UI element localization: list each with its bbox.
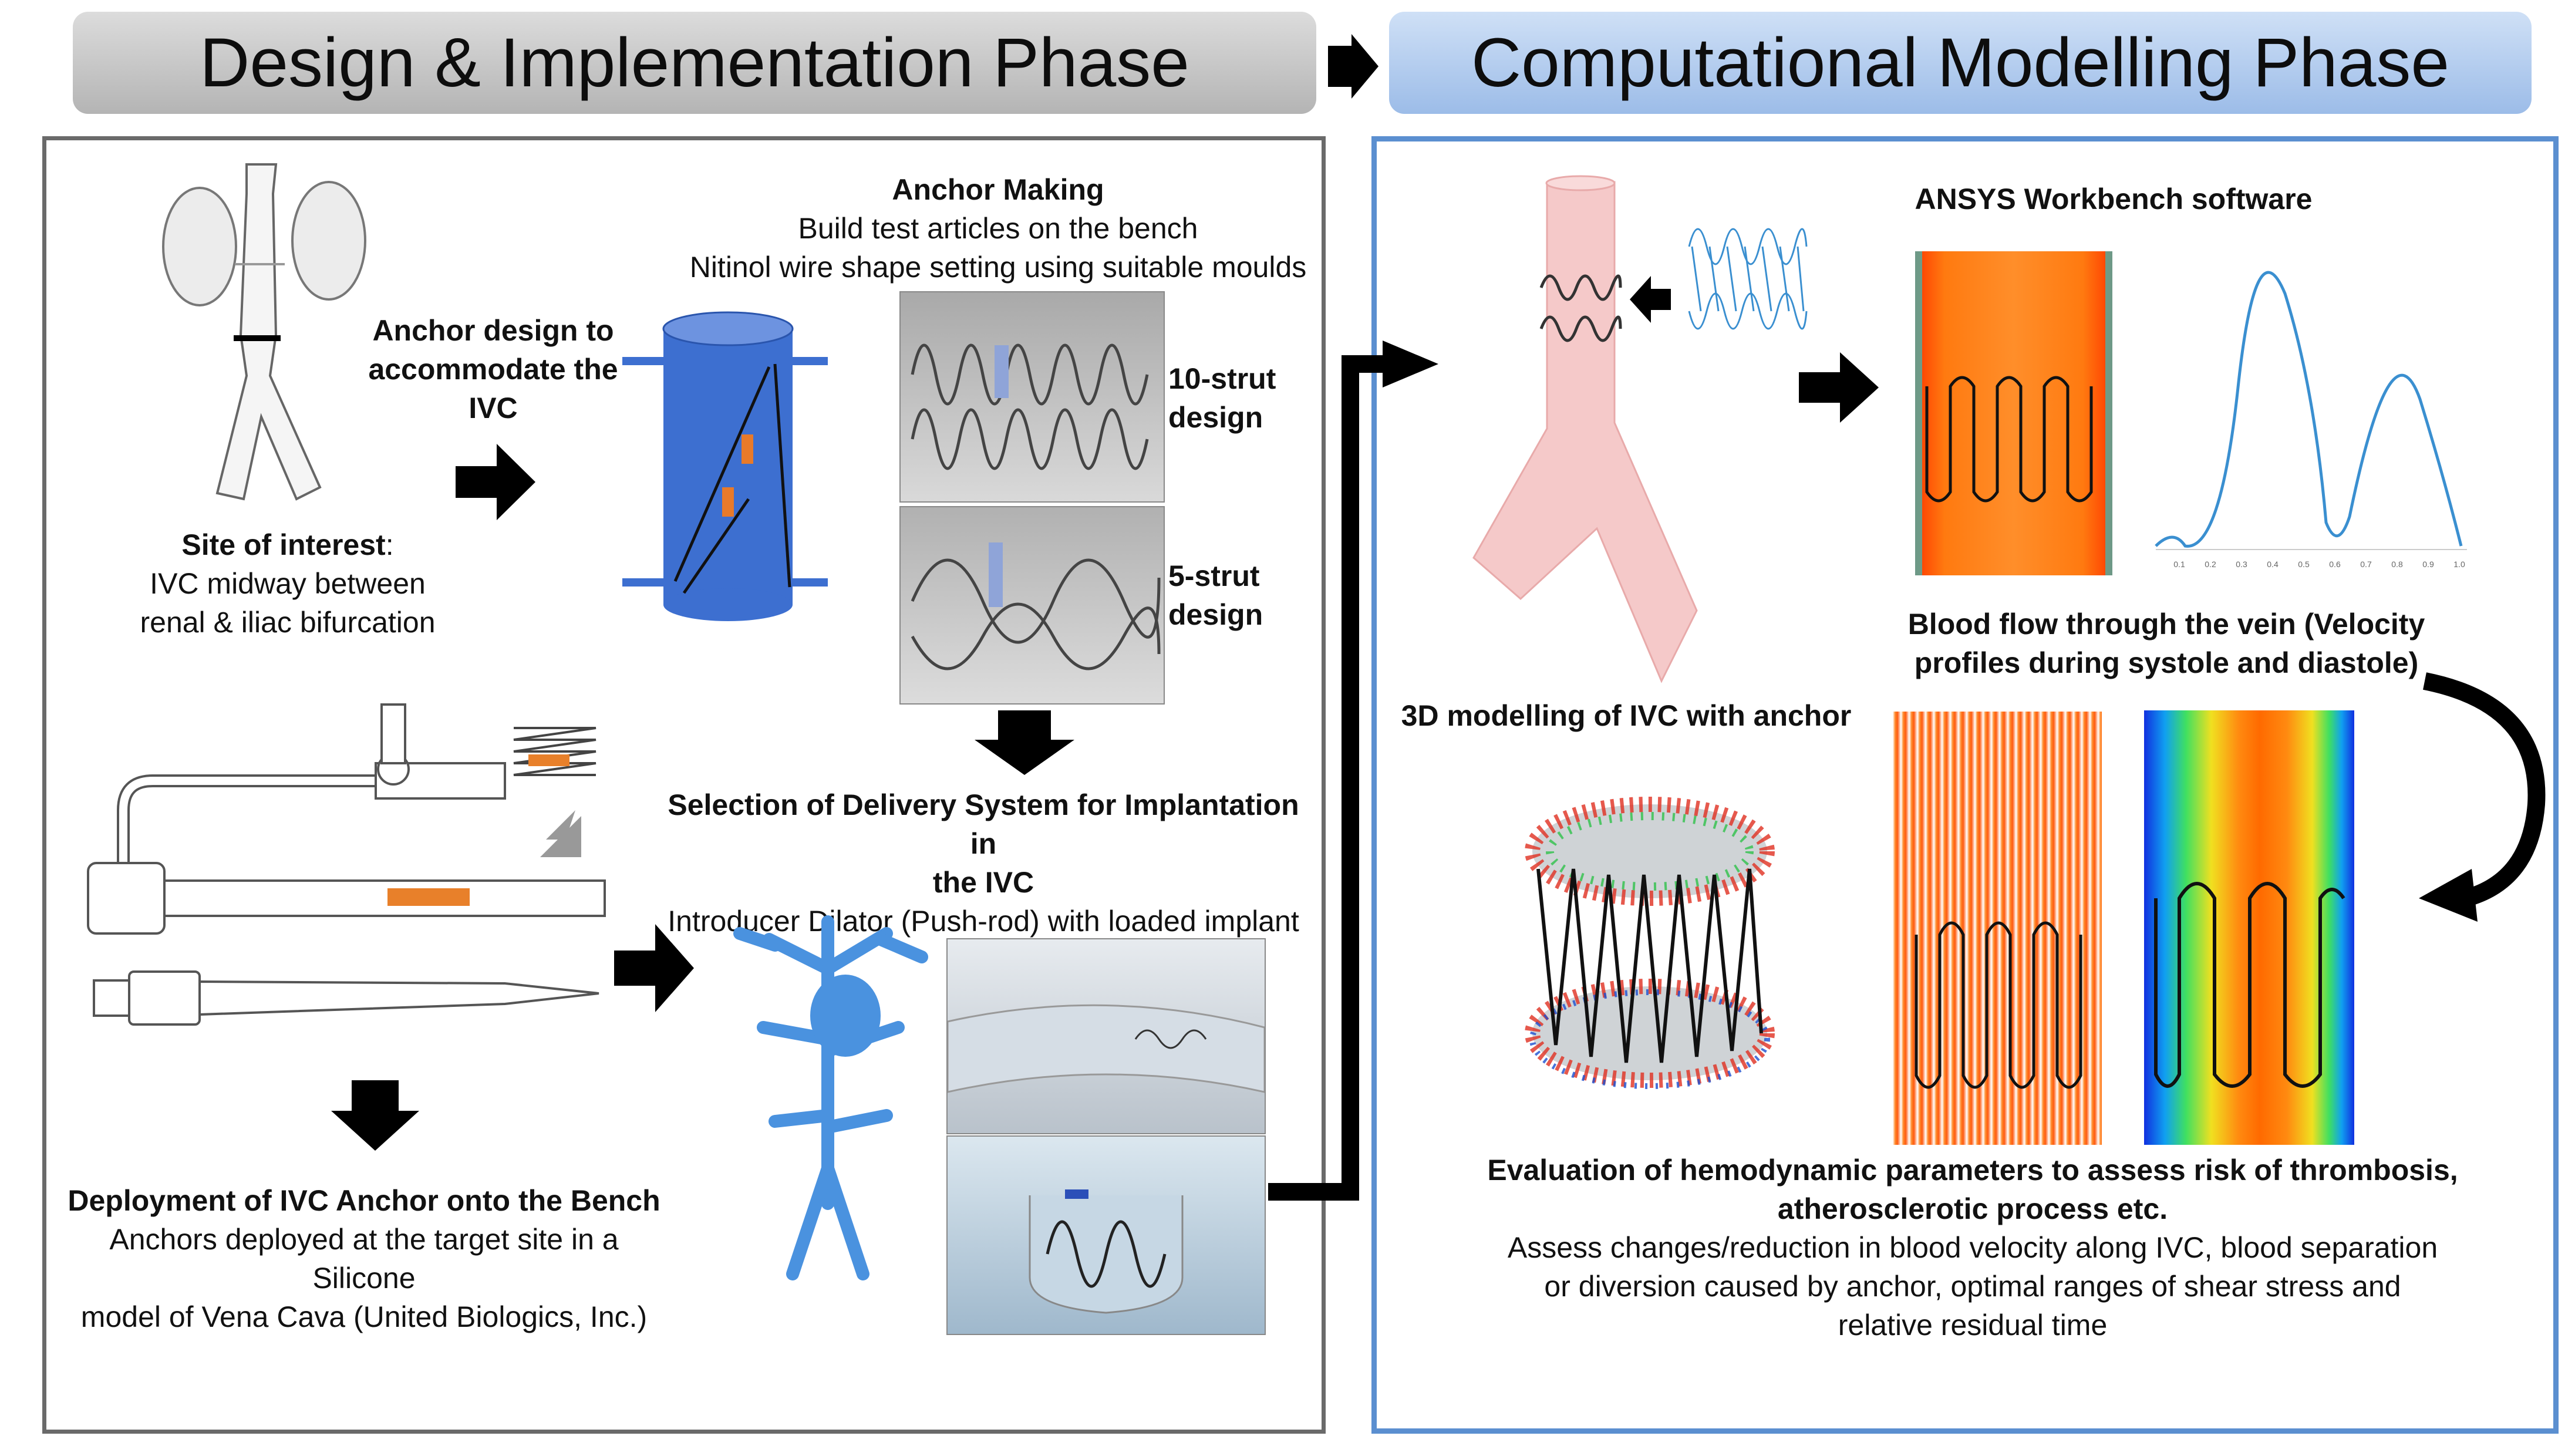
eval-title-line-1: Evaluation of hemodynamic parameters to … (1487, 1154, 2458, 1187)
eval-line-3: relative residual time (1838, 1309, 2108, 1342)
delivery-title-line-1: Selection of Delivery System for Implant… (668, 788, 1299, 860)
strut-5-label: 5-strut design (1168, 557, 1297, 634)
anchor-making-title: Anchor Making (892, 173, 1104, 206)
delivery-system-text: Selection of Delivery System for Implant… (652, 786, 1315, 941)
computational-phase-banner: Computational Modelling Phase (1389, 12, 2532, 114)
delivery-system-sketch (87, 703, 606, 1026)
bloodflow-line-1: Blood flow through the vein (Velocity (1907, 608, 2425, 641)
tick-label: 0.4 (2267, 560, 2279, 569)
velocity-contour-full (2144, 710, 2354, 1145)
ivc-3d-model (1472, 175, 1698, 683)
down-arrow-icon (331, 1080, 419, 1151)
blood-flow-text: Blood flow through the vein (Velocity pr… (1867, 605, 2466, 682)
phase-transition-arrow-icon (1328, 34, 1378, 99)
kidney-ivc-sketch (162, 163, 366, 501)
evaluation-text: Evaluation of hemodynamic parameters to … (1450, 1151, 2495, 1344)
site-title: Site of interest (181, 528, 386, 561)
eval-title-line-2: atherosclerotic process etc. (1777, 1192, 2168, 1225)
site-colon: : (385, 528, 394, 561)
tick-label: 0.7 (2360, 560, 2372, 569)
strut-5-line-1: 5-strut (1168, 560, 1260, 592)
mould-cylinder (622, 311, 828, 621)
anchor-design-line-3: IVC (469, 392, 518, 424)
phase-connector-arrow-icon (1268, 341, 1438, 1201)
anchor-making-line-2: Nitinol wire shape setting using suitabl… (689, 251, 1307, 284)
tick-label: 0.1 (2173, 560, 2185, 569)
delivery-line: Introducer Dilator (Push-rod) with loade… (668, 905, 1299, 938)
tick-label: 0.6 (2329, 560, 2341, 569)
modelling-label: 3D modelling of IVC with anchor (1401, 699, 1852, 732)
velocity-vector-plot (1893, 712, 2102, 1145)
down-arrow-icon (975, 710, 1074, 775)
anchor-design-line-1: Anchor design to (372, 314, 614, 347)
bench-deployment-photo-2 (946, 1135, 1266, 1335)
anchor-design-text: Anchor design to accommodate the IVC (341, 311, 646, 427)
deploy-title: Deployment of IVC Anchor onto the Bench (68, 1184, 660, 1217)
strut-10-label: 10-strut design (1168, 359, 1297, 437)
anchor-making-text: Anchor Making Build test articles on the… (652, 170, 1344, 287)
tick-label: 0.8 (2391, 560, 2403, 569)
design-phase-title: Design & Implementation Phase (200, 24, 1189, 102)
right-arrow-icon (1799, 352, 1879, 423)
strut-5-photo (899, 506, 1165, 705)
left-arrow-icon (1630, 276, 1671, 323)
anchor-making-line-1: Build test articles on the bench (798, 212, 1198, 245)
site-line-1: IVC midway between (150, 567, 426, 600)
eval-line-2: or diversion caused by anchor, optimal r… (1544, 1270, 2401, 1303)
stent-streamline-model (1515, 787, 1785, 1115)
delivery-title-line-2: the IVC (932, 866, 1034, 899)
site-of-interest-text: Site of interest: IVC midway between ren… (88, 525, 487, 642)
right-arrow-icon (614, 924, 694, 1012)
design-phase-banner: Design & Implementation Phase (73, 12, 1316, 114)
velocity-contour-plot (1915, 251, 2112, 575)
deploy-line-1: Anchors deployed at the target site in a… (109, 1223, 619, 1295)
velocity-profile-chart: 0.1 0.2 0.3 0.4 0.5 0.6 0.7 0.8 0.9 1.0 (2155, 271, 2467, 569)
computational-phase-title: Computational Modelling Phase (1471, 24, 2450, 102)
right-arrow-icon (456, 444, 535, 520)
bench-deployment-photo-1 (946, 938, 1266, 1134)
stent-wire-sketch (1688, 228, 1808, 330)
strut-5-line-2: design (1168, 598, 1263, 631)
strut-10-line-2: design (1168, 401, 1263, 434)
strut-10-line-1: 10-strut (1168, 362, 1276, 395)
strut-10-photo (899, 291, 1165, 503)
vena-cava-model (733, 915, 928, 1280)
tick-label: 0.9 (2422, 560, 2434, 569)
deploy-line-2: model of Vena Cava (United Biologics, In… (80, 1300, 648, 1333)
curved-arrow-icon (2419, 672, 2546, 922)
eval-line-1: Assess changes/reduction in blood veloci… (1507, 1231, 2438, 1264)
anchor-design-line-2: accommodate the (368, 353, 618, 386)
software-title: ANSYS Workbench software (1915, 183, 2313, 215)
deployment-text: Deployment of IVC Anchor onto the Bench … (59, 1181, 669, 1336)
tick-label: 0.5 (2298, 560, 2310, 569)
site-line-2: renal & iliac bifurcation (140, 606, 436, 639)
tick-label: 0.3 (2236, 560, 2247, 569)
bloodflow-line-2: profiles during systole and diastole) (1914, 646, 2419, 679)
tick-label: 1.0 (2453, 560, 2465, 569)
tick-label: 0.2 (2205, 560, 2216, 569)
